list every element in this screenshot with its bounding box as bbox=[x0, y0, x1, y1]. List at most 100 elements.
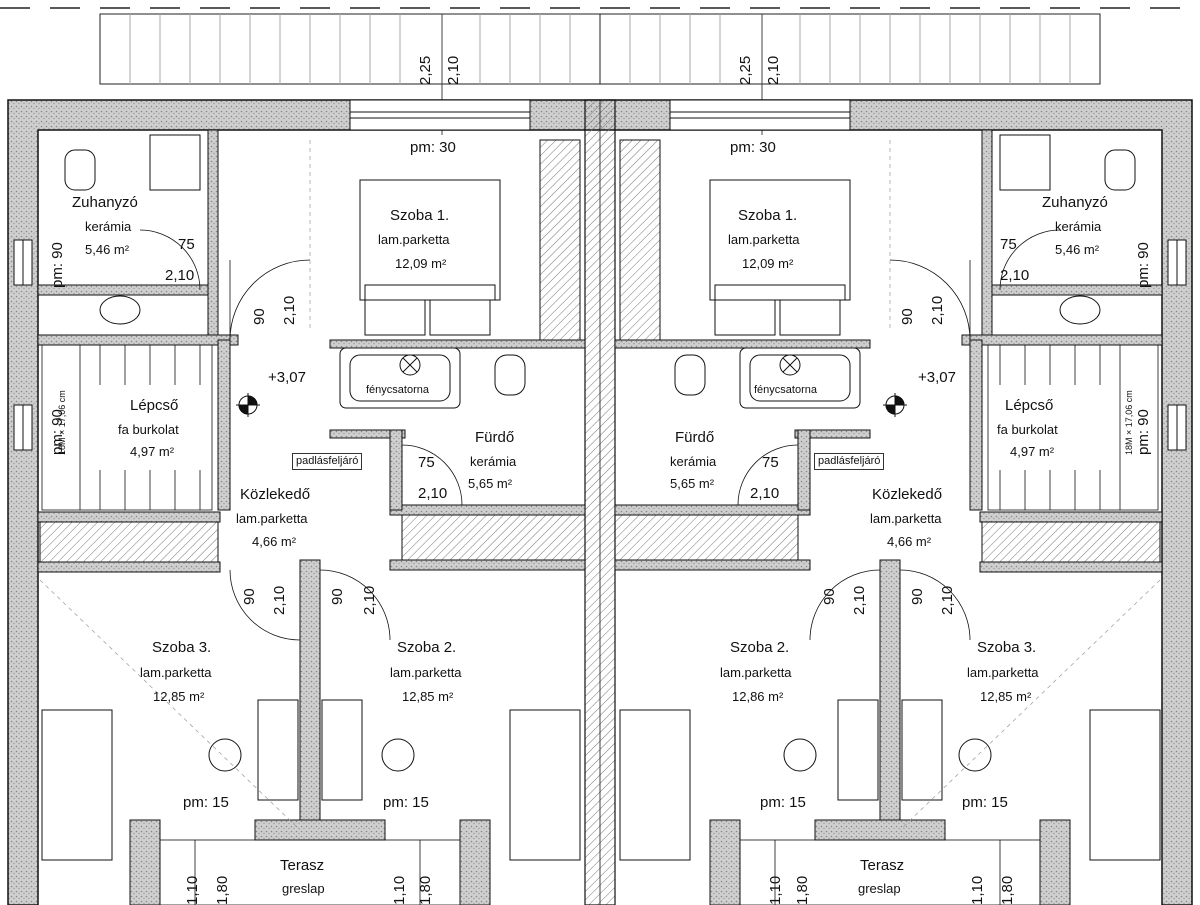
dim-75-3: 75 bbox=[418, 454, 435, 471]
pm30-left: pm: 30 bbox=[410, 139, 456, 156]
terraces bbox=[129, 819, 1071, 905]
room-name-kozlekedo-right: Közlekedő bbox=[872, 486, 943, 503]
room-floor-zuhanyzo-right: kerámia bbox=[1055, 219, 1102, 234]
room-name-zuhanyzo-left: Zuhanyzó bbox=[72, 194, 138, 211]
dim-90-door-left: 90 bbox=[251, 308, 268, 325]
dim-210-b4: 2,10 bbox=[939, 585, 956, 615]
padlasfeljaro-left: padlásfeljáró bbox=[292, 453, 363, 470]
stair-calc-left: 18M × 17,06 cm bbox=[57, 390, 67, 455]
room-name-lepcso-right: Lépcső bbox=[1005, 397, 1054, 414]
room-name-szoba2-right: Szoba 2. bbox=[730, 639, 790, 656]
party-wall bbox=[584, 99, 616, 905]
dim-90-b2: 90 bbox=[329, 588, 346, 605]
room-floor-furdo-left: kerámia bbox=[470, 454, 517, 469]
level-right: +3,07 bbox=[918, 369, 956, 386]
room-name-terasz-right: Terasz bbox=[860, 857, 905, 874]
room-area-szoba1-left: 12,09 m² bbox=[395, 256, 447, 271]
room-floor-terasz-right: greslap bbox=[858, 881, 901, 896]
room-name-szoba1-left: Szoba 1. bbox=[390, 207, 450, 224]
room-name-kozlekedo-left: Közlekedő bbox=[240, 486, 311, 503]
dim-225-left: 2,25 bbox=[417, 55, 434, 85]
dim-180-t3: 1,80 bbox=[794, 875, 811, 905]
dim-210-right: 2,10 bbox=[765, 55, 782, 85]
dim-210-left: 2,10 bbox=[445, 55, 462, 85]
dim-110-t1: 1,10 bbox=[184, 875, 201, 905]
room-area-szoba2-right: 12,86 m² bbox=[732, 689, 784, 704]
room-floor-szoba3-right: lam.parketta bbox=[967, 665, 1039, 680]
beds-bottom bbox=[41, 709, 1161, 861]
door-swings bbox=[139, 229, 1061, 641]
dim-210-4: 2,10 bbox=[750, 485, 780, 502]
dim-180-t1: 1,80 bbox=[214, 875, 231, 905]
dim-90-b1: 90 bbox=[241, 588, 258, 605]
stairs bbox=[41, 344, 1159, 511]
room-area-zuhanyzo-right: 5,46 m² bbox=[1055, 242, 1100, 257]
room-name-szoba3-right: Szoba 3. bbox=[977, 639, 1037, 656]
pm15-4: pm: 15 bbox=[962, 794, 1008, 811]
padlasfeljaro-right: padlásfeljáró bbox=[814, 453, 885, 470]
dim-75-2: 75 bbox=[1000, 236, 1017, 253]
room-area-lepcso-left: 4,97 m² bbox=[130, 444, 175, 459]
dim-225-right: 2,25 bbox=[737, 55, 754, 85]
dim-110-t3: 1,10 bbox=[767, 875, 784, 905]
room-area-kozlekedo-left: 4,66 m² bbox=[252, 534, 297, 549]
room-floor-zuhanyzo-left: kerámia bbox=[85, 219, 132, 234]
room-name-terasz-left: Terasz bbox=[280, 857, 325, 874]
room-floor-furdo-right: kerámia bbox=[670, 454, 717, 469]
dim-210-b3: 2,10 bbox=[851, 585, 868, 615]
dim-90-b4: 90 bbox=[909, 588, 926, 605]
pm15-2: pm: 15 bbox=[383, 794, 429, 811]
level-markers bbox=[236, 393, 907, 417]
room-name-szoba2-left: Szoba 2. bbox=[397, 639, 457, 656]
dim-75-4: 75 bbox=[762, 454, 779, 471]
dim-75-1: 75 bbox=[178, 236, 195, 253]
pm90-4: pm: 90 bbox=[1135, 409, 1152, 455]
room-floor-lepcso-right: fa burkolat bbox=[997, 422, 1058, 437]
room-name-szoba3-left: Szoba 3. bbox=[152, 639, 212, 656]
dim-210-1: 2,10 bbox=[165, 267, 195, 284]
room-floor-szoba3-left: lam.parketta bbox=[140, 665, 212, 680]
room-name-furdo-right: Fürdő bbox=[675, 429, 715, 446]
room-floor-lepcso-left: fa burkolat bbox=[118, 422, 179, 437]
roof-overhang bbox=[0, 7, 1200, 135]
pm15-1: pm: 15 bbox=[183, 794, 229, 811]
interior-walls-right bbox=[614, 129, 1163, 821]
room-area-szoba3-left: 12,85 m² bbox=[153, 689, 205, 704]
room-area-szoba2-left: 12,85 m² bbox=[402, 689, 454, 704]
beds-szoba1 bbox=[359, 179, 851, 336]
dim-110-t4: 1,10 bbox=[969, 875, 986, 905]
room-floor-szoba1-left: lam.parketta bbox=[378, 232, 450, 247]
room-floor-szoba2-left: lam.parketta bbox=[390, 665, 462, 680]
room-area-szoba3-right: 12,85 m² bbox=[980, 689, 1032, 704]
dim-110-t2: 1,10 bbox=[391, 875, 408, 905]
room-floor-kozlekedo-left: lam.parketta bbox=[236, 511, 308, 526]
pm90-3: pm: 90 bbox=[1135, 242, 1152, 288]
fenycsatorna-right: fénycsatorna bbox=[754, 384, 817, 396]
room-area-lepcso-right: 4,97 m² bbox=[1010, 444, 1055, 459]
level-left: +3,07 bbox=[268, 369, 306, 386]
room-area-szoba1-right: 12,09 m² bbox=[742, 256, 794, 271]
room-area-zuhanyzo-left: 5,46 m² bbox=[85, 242, 130, 257]
room-floor-szoba1-right: lam.parketta bbox=[728, 232, 800, 247]
room-name-lepcso-left: Lépcső bbox=[130, 397, 179, 414]
room-area-furdo-left: 5,65 m² bbox=[468, 476, 513, 491]
top-windows bbox=[349, 99, 851, 131]
dim-210-3: 2,10 bbox=[418, 485, 448, 502]
dim-90-b3: 90 bbox=[821, 588, 838, 605]
dim-210-door-right: 2,10 bbox=[929, 295, 946, 325]
side-windows bbox=[13, 239, 1187, 451]
interior-walls-left bbox=[37, 129, 586, 821]
desks bbox=[208, 699, 992, 801]
dim-210-door-left: 2,10 bbox=[281, 295, 298, 325]
dim-210-2: 2,10 bbox=[1000, 267, 1030, 284]
dim-210-b1: 2,10 bbox=[271, 585, 288, 615]
pm30-right: pm: 30 bbox=[730, 139, 776, 156]
pm90-1: pm: 90 bbox=[49, 242, 66, 288]
room-floor-kozlekedo-right: lam.parketta bbox=[870, 511, 942, 526]
room-name-zuhanyzo-right: Zuhanyzó bbox=[1042, 194, 1108, 211]
room-area-kozlekedo-right: 4,66 m² bbox=[887, 534, 932, 549]
pm15-3: pm: 15 bbox=[760, 794, 806, 811]
fixtures bbox=[64, 134, 1136, 409]
wardrobes bbox=[39, 139, 1161, 563]
